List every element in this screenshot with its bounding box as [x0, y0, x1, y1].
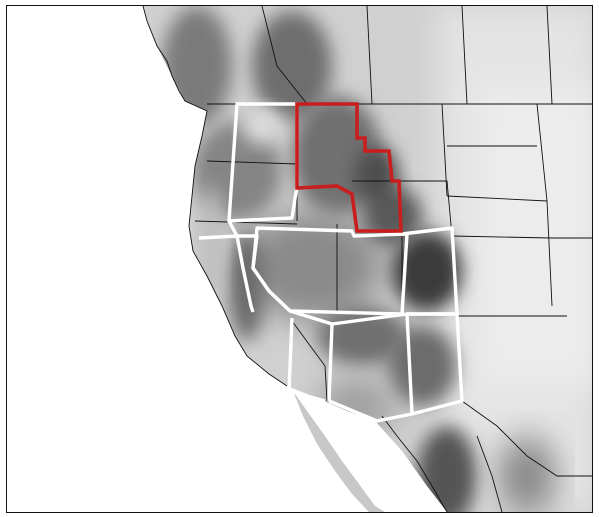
region-northern-california	[198, 234, 255, 313]
map-canvas	[7, 6, 592, 512]
region-new-mexico	[407, 312, 464, 416]
elevation-shading	[162, 6, 592, 512]
highlighted-region-outline	[295, 102, 403, 233]
coastline	[142, 6, 288, 387]
map-frame	[6, 5, 593, 513]
